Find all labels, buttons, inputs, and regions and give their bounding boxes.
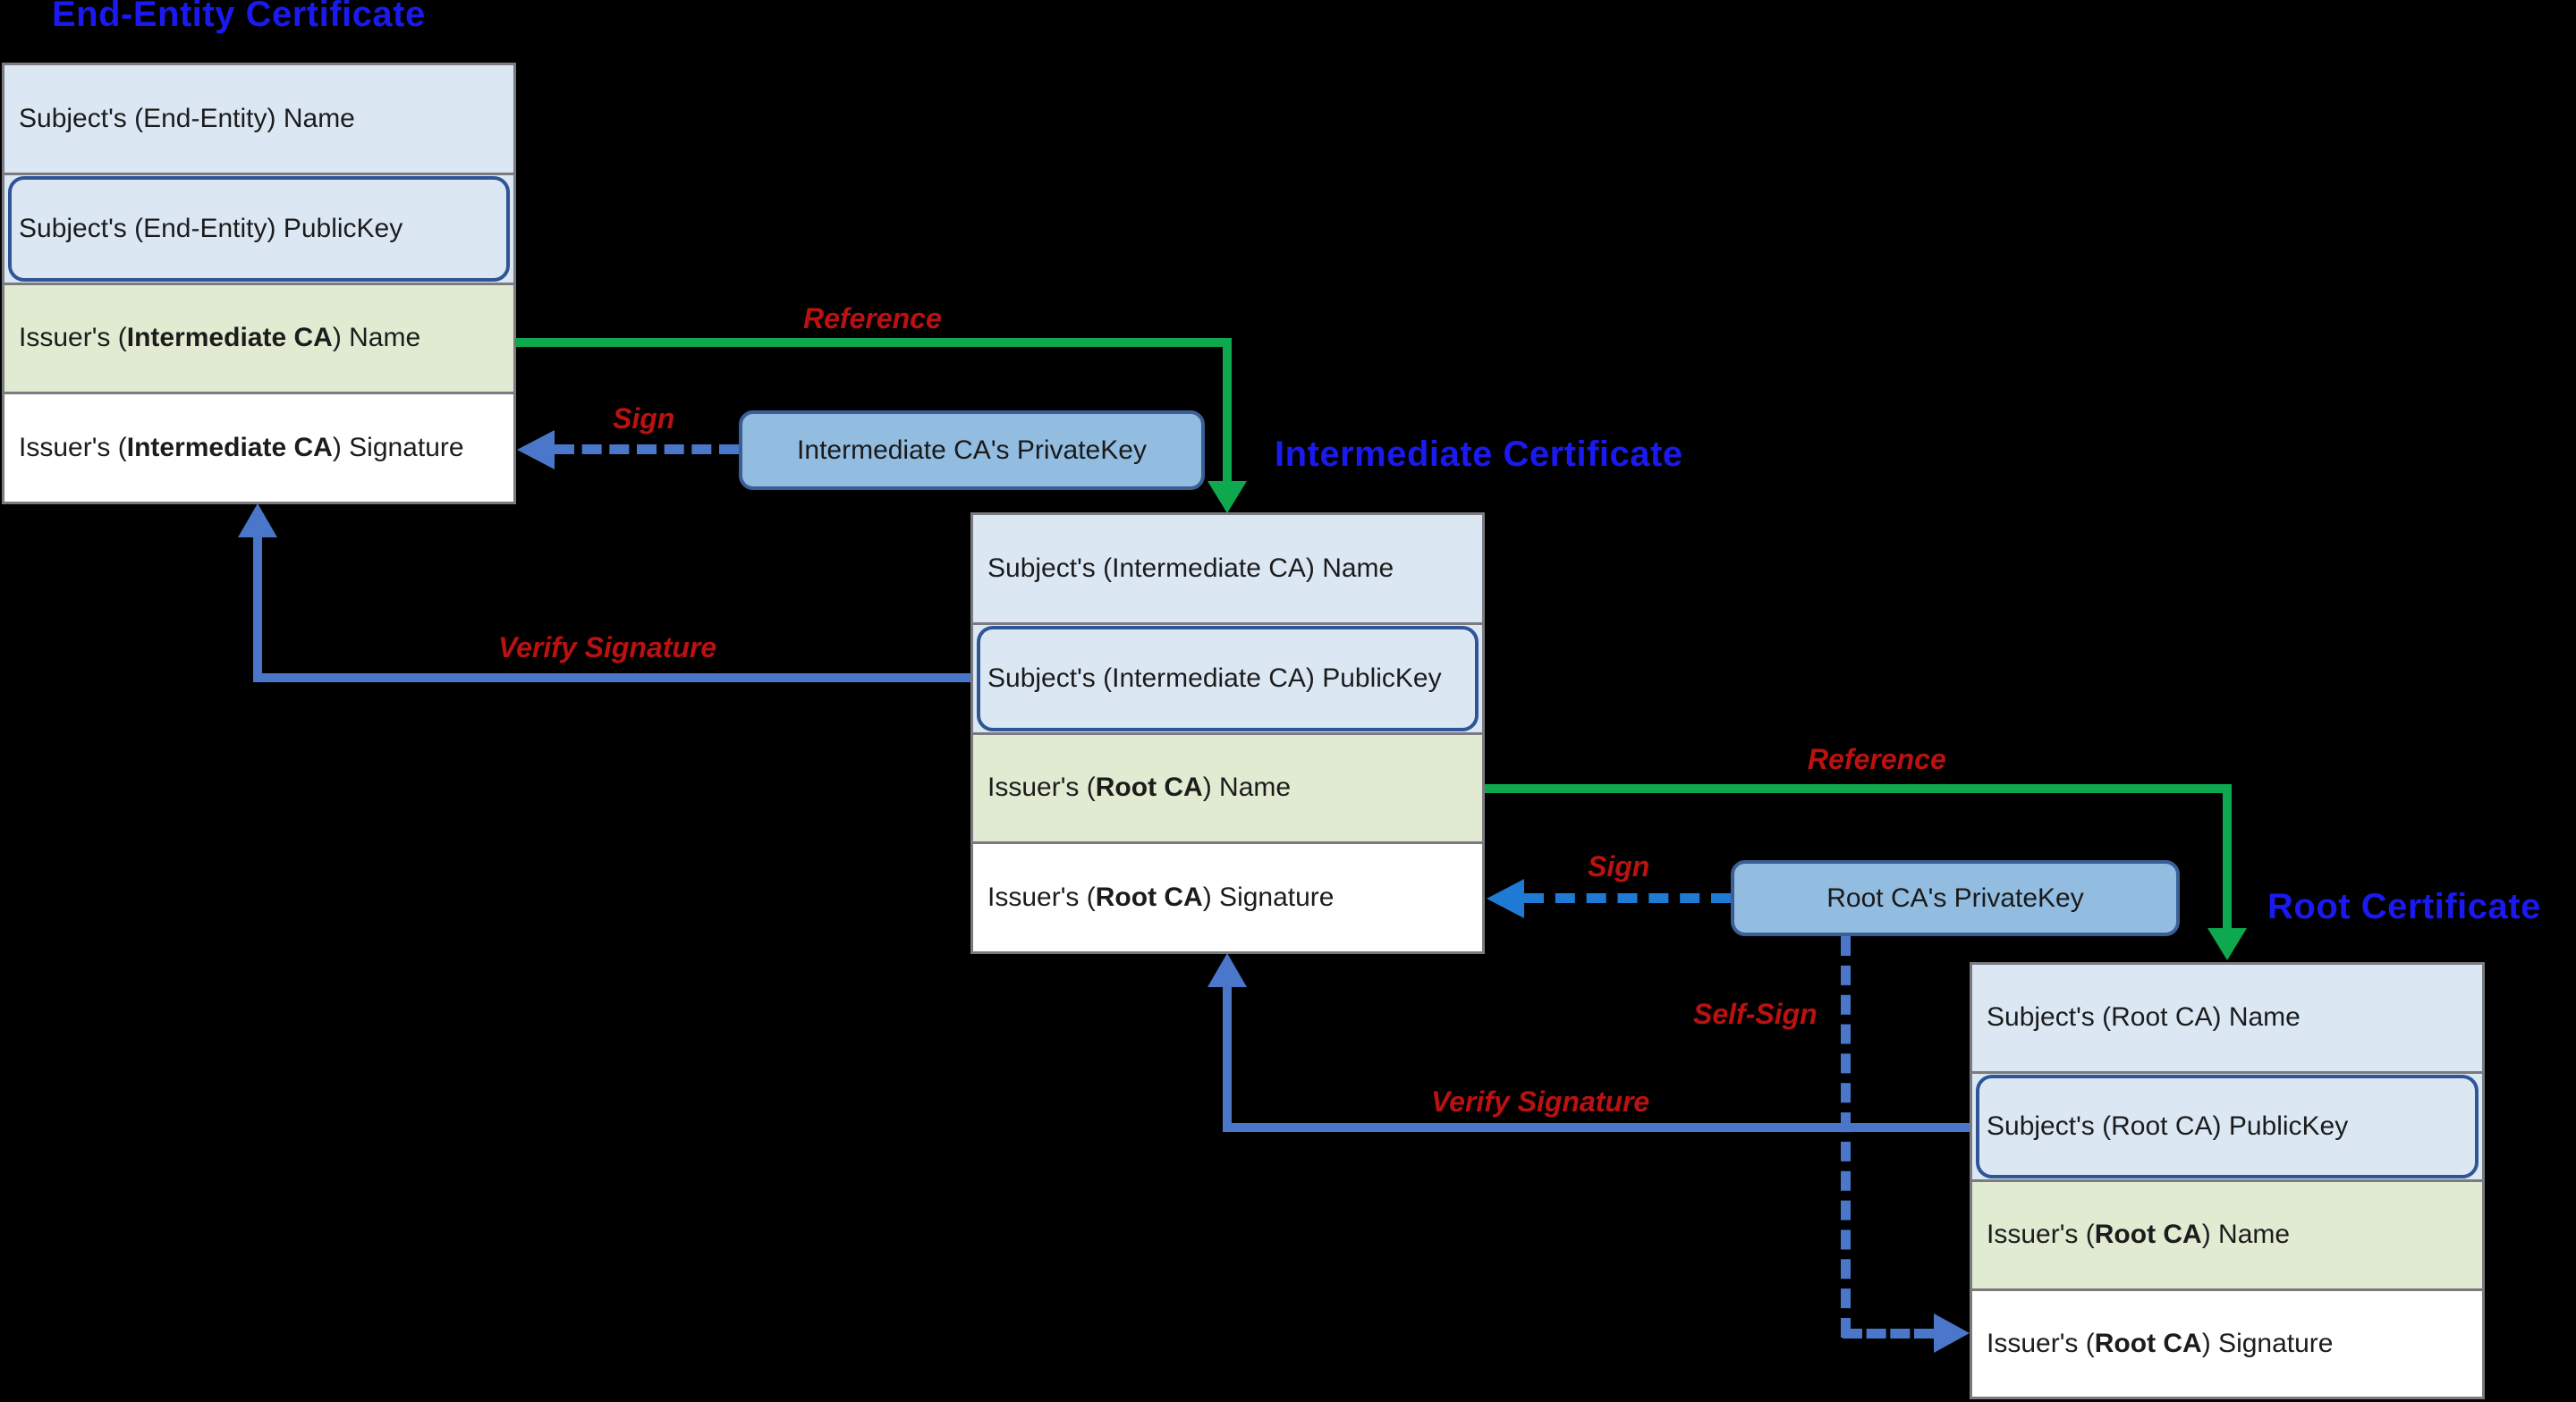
- self-sign-arrow-arrowhead-icon: [1934, 1313, 1970, 1353]
- intermediate-ca-privatekey-box: Intermediate CA's PrivateKey: [739, 410, 1205, 490]
- verify-signature-label-1: Verify Signature: [498, 631, 717, 663]
- subject-name-row: Subject's (Root CA) Name: [1972, 965, 2482, 1074]
- issuer-signature-row: Issuer's (Root CA) Signature: [973, 844, 1482, 951]
- reference-arrow-2-horizontal: [1485, 784, 2227, 793]
- subject-publickey-row: Subject's (Root CA) PublicKey: [1972, 1073, 2482, 1182]
- verify-signature-arrow-1-vertical: [253, 536, 262, 682]
- root-ca-privatekey-box: Root CA's PrivateKey: [1731, 860, 2180, 936]
- subject-publickey-row: Subject's (Intermediate CA) PublicKey: [973, 624, 1482, 735]
- issuer-name-row: Issuer's (Root CA) Name: [1972, 1182, 2482, 1291]
- reference-label-1: Reference: [803, 302, 942, 334]
- issuer-signature-row: Issuer's (Root CA) Signature: [1972, 1290, 2482, 1397]
- verify-signature-label-2: Verify Signature: [1431, 1085, 1650, 1118]
- reference-arrow-2-vertical: [2223, 784, 2232, 930]
- intermediate-cert-title: Intermediate Certificate: [1275, 435, 1683, 474]
- verify-signature-arrow-2-vertical: [1223, 986, 1232, 1132]
- issuer-name-row: Issuer's (Intermediate CA) Name: [4, 284, 513, 395]
- root-cert: Subject's (Root CA) Name Subject's (Root…: [1970, 962, 2485, 1399]
- subject-publickey-row: Subject's (End-Entity) PublicKey: [4, 174, 513, 285]
- root-ca-privatekey-label: Root CA's PrivateKey: [1826, 883, 2084, 913]
- issuer-signature-row: Issuer's (Intermediate CA) Signature: [4, 394, 513, 502]
- reference-arrow-1-horizontal: [515, 338, 1232, 347]
- reference-arrow-1-arrowhead-icon: [1208, 481, 1247, 513]
- self-sign-arrow-horizontal-dashed: [1843, 1329, 1934, 1339]
- reference-label-2: Reference: [1808, 743, 1946, 775]
- sign-arrow-1-arrowhead-icon: [517, 430, 555, 469]
- verify-signature-arrow-1-horizontal: [262, 673, 970, 682]
- self-sign-arrow-vertical-dashed: [1841, 936, 1851, 1338]
- sign-arrow-2-dashed: [1524, 893, 1731, 903]
- verify-signature-arrow-1-arrowhead-icon: [238, 503, 277, 537]
- intermediate-cert: Subject's (Intermediate CA) Name Subject…: [970, 512, 1485, 954]
- subject-name-row: Subject's (Intermediate CA) Name: [973, 515, 1482, 625]
- sign-label-2: Sign: [1588, 850, 1650, 883]
- end-entity-cert-title: End-Entity Certificate: [52, 0, 426, 34]
- root-cert-title: Root Certificate: [2267, 887, 2541, 926]
- subject-name-row: Subject's (End-Entity) Name: [4, 65, 513, 175]
- sign-label-1: Sign: [613, 402, 675, 435]
- verify-signature-arrow-2-horizontal: [1232, 1123, 1970, 1132]
- reference-arrow-1-vertical: [1223, 338, 1232, 483]
- end-entity-cert: Subject's (End-Entity) Name Subject's (E…: [2, 63, 516, 504]
- sign-arrow-1-dashed: [555, 444, 739, 454]
- intermediate-ca-privatekey-label: Intermediate CA's PrivateKey: [797, 435, 1147, 465]
- issuer-name-row: Issuer's (Root CA) Name: [973, 734, 1482, 845]
- sign-arrow-2-arrowhead-icon: [1487, 879, 1524, 918]
- reference-arrow-2-arrowhead-icon: [2207, 928, 2247, 960]
- self-sign-label: Self-Sign: [1693, 998, 1818, 1030]
- verify-signature-arrow-2-arrowhead-icon: [1208, 953, 1247, 987]
